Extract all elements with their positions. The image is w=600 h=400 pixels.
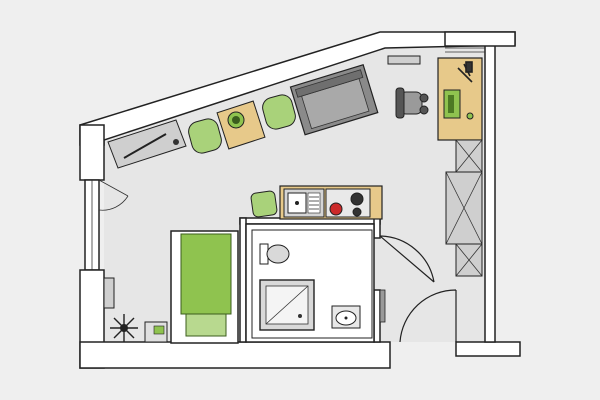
window-top [387,55,421,65]
side-table-wood [216,100,266,150]
shower [259,279,315,331]
toilet [259,243,290,265]
armchair-small [250,190,278,218]
heater [103,277,115,309]
wall-right [484,44,496,343]
side-table [144,321,168,343]
desk [437,57,483,141]
armchair-green-1 [188,118,222,154]
sideboard [107,119,187,169]
entry-door-swing [98,179,129,211]
wall-bottom-right [455,341,521,357]
kitchenette [279,185,383,220]
wall-left-upper [79,124,105,181]
wall-bottom-left [79,341,391,369]
hall-door-swing [399,289,457,343]
office-chair [395,87,429,119]
wardrobe-lower [455,243,483,277]
towel-rail [379,289,386,323]
wall-right-top [444,31,516,47]
stove [325,188,371,218]
sofa [289,64,379,136]
washbasin [331,305,361,329]
wardrobe-middle [445,171,483,245]
bathroom-wall-right-lower [373,289,381,343]
plant-icon [110,314,138,342]
bathroom-wall-left [239,217,247,343]
bathroom-wall-right [373,217,381,239]
bathroom-door-swing [379,235,435,283]
bed [170,230,239,344]
wardrobe-upper [455,139,483,173]
armchair-green-2 [262,94,296,130]
desk-lamp-icon [457,61,473,83]
